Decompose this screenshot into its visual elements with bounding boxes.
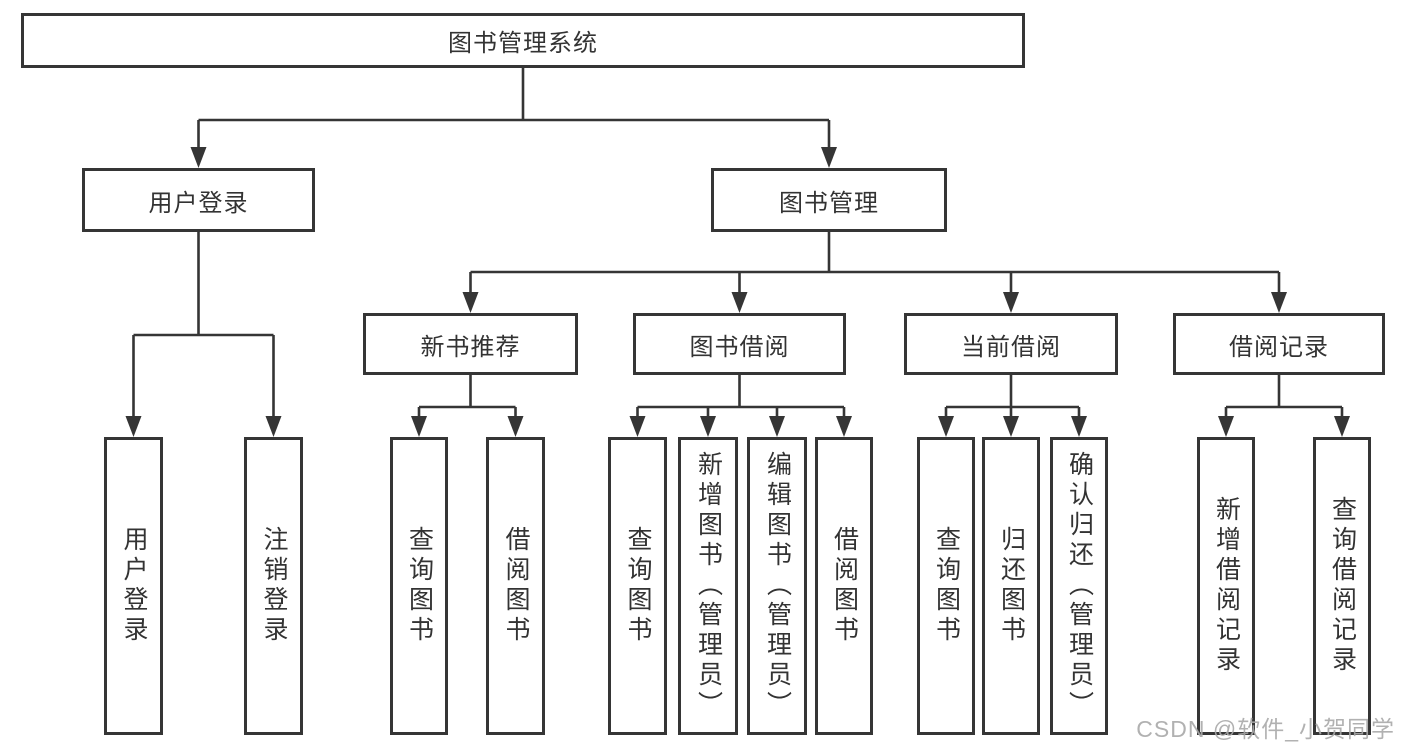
node-book-borrowing: 图书借阅 [633,313,846,375]
leaf-borrow-books: 借阅图书 [815,437,873,735]
leaf-label: 查询图书 [932,526,961,646]
leaf-query-books: 查询图书 [608,437,667,735]
node-library-management-system: 图书管理系统 [21,13,1025,68]
node-user-login: 用户登录 [82,168,315,232]
leaf-label: 新增借阅记录 [1212,496,1241,676]
leaf-label: 编辑图书（管理员） [763,451,792,721]
leaf-logout: 注销登录 [244,437,303,735]
leaf-return-books: 归还图书 [982,437,1040,735]
leaf-label: 借阅图书 [830,526,859,646]
node-label: 当前借阅 [961,333,1061,361]
leaf-label: 查询借阅记录 [1328,496,1357,676]
leaf-query-books: 查询图书 [390,437,448,735]
leaf-borrow-books: 借阅图书 [486,437,545,735]
leaf-label: 归还图书 [997,526,1026,646]
leaf-user-login: 用户登录 [104,437,163,735]
leaf-label: 查询图书 [624,526,652,646]
node-book-management: 图书管理 [711,168,947,232]
node-label: 借阅记录 [1229,333,1329,361]
leaf-label: 确认归还（管理员） [1065,451,1094,721]
leaf-label: 查询图书 [405,526,434,646]
leaf-edit-books-admin: 编辑图书（管理员） [747,437,807,735]
leaf-label: 用户登录 [120,526,148,646]
node-label: 新书推荐 [420,333,521,361]
leaf-confirm-return-admin: 确认归还（管理员） [1050,437,1108,735]
leaf-label: 新增图书（管理员） [694,451,723,721]
leaf-add-books-admin: 新增图书（管理员） [678,437,738,735]
node-new-book-recommend: 新书推荐 [363,313,578,375]
leaf-query-borrow-record: 查询借阅记录 [1313,437,1371,735]
leaf-label: 注销登录 [260,526,288,646]
node-label: 用户登录 [148,189,249,217]
node-label: 图书管理系统 [448,30,598,57]
node-label: 图书管理 [779,189,879,217]
leaf-query-books: 查询图书 [917,437,975,735]
leaf-label: 借阅图书 [502,526,530,646]
node-borrowing-records: 借阅记录 [1173,313,1385,375]
csdn-watermark: CSDN @软件_小贺同学 [1136,716,1395,742]
node-label: 图书借阅 [689,333,790,361]
leaf-add-borrow-record: 新增借阅记录 [1197,437,1255,735]
node-current-borrowing: 当前借阅 [904,313,1118,375]
